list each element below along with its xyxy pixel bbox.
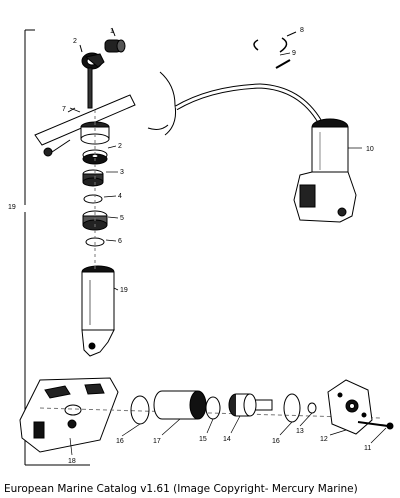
part-ball-joint bbox=[79, 44, 105, 109]
part-pin-9 bbox=[275, 59, 291, 69]
callout-12: 12 bbox=[320, 436, 328, 443]
callout-2-top: 2 bbox=[73, 38, 77, 45]
part-bushing bbox=[104, 27, 126, 53]
callout-11: 11 bbox=[364, 445, 371, 452]
part-ball-13 bbox=[307, 402, 317, 414]
callout-10: 10 bbox=[366, 146, 374, 153]
part-o-ring-16a bbox=[130, 395, 150, 425]
part-wiring-harness bbox=[147, 71, 323, 136]
callout-8: 8 bbox=[300, 27, 304, 34]
callout-4: 4 bbox=[118, 193, 122, 200]
part-bolt-11 bbox=[357, 421, 394, 430]
part-motor-10 bbox=[293, 118, 357, 223]
callout-5: 5 bbox=[120, 215, 124, 222]
part-piston-14 bbox=[228, 393, 273, 417]
callout-16-right: 16 bbox=[272, 438, 280, 445]
bottom-centerline bbox=[39, 407, 381, 419]
part-manifold-18 bbox=[19, 377, 119, 453]
part-o-ring-4 bbox=[83, 194, 103, 204]
part-o-ring-16b bbox=[283, 393, 301, 423]
callout-17: 17 bbox=[153, 438, 161, 445]
part-end-cap-12 bbox=[327, 379, 373, 435]
catalog-caption: European Marine Catalog v1.61 (Image Cop… bbox=[4, 483, 358, 495]
part-clip-8 bbox=[253, 31, 297, 53]
callout-7: 7 bbox=[62, 106, 66, 113]
callout-18: 18 bbox=[68, 458, 76, 465]
callout-15: 15 bbox=[199, 436, 207, 443]
callout-2: 2 bbox=[118, 143, 122, 150]
part-cylinder-cap bbox=[80, 121, 110, 145]
callout-1: 1 bbox=[110, 28, 114, 35]
callout-19: 19 bbox=[120, 287, 128, 294]
callout-numbers: 1 2 7 2 3 4 5 6 19 19 8 9 10 18 16 17 15… bbox=[8, 27, 374, 465]
callout-6: 6 bbox=[118, 238, 122, 245]
callout-19-left: 19 bbox=[8, 204, 16, 211]
callout-9: 9 bbox=[292, 50, 296, 57]
callout-16-left: 16 bbox=[116, 438, 124, 445]
part-valve-3 bbox=[82, 169, 104, 187]
leader-lines bbox=[69, 52, 387, 456]
part-cylinder-body bbox=[81, 265, 115, 357]
callout-14: 14 bbox=[223, 436, 231, 443]
callout-13: 13 bbox=[296, 428, 304, 435]
part-bracket-plate bbox=[34, 94, 136, 157]
callout-3: 3 bbox=[120, 169, 124, 176]
part-sleeve-17 bbox=[153, 390, 207, 420]
part-o-ring-15 bbox=[205, 396, 221, 420]
